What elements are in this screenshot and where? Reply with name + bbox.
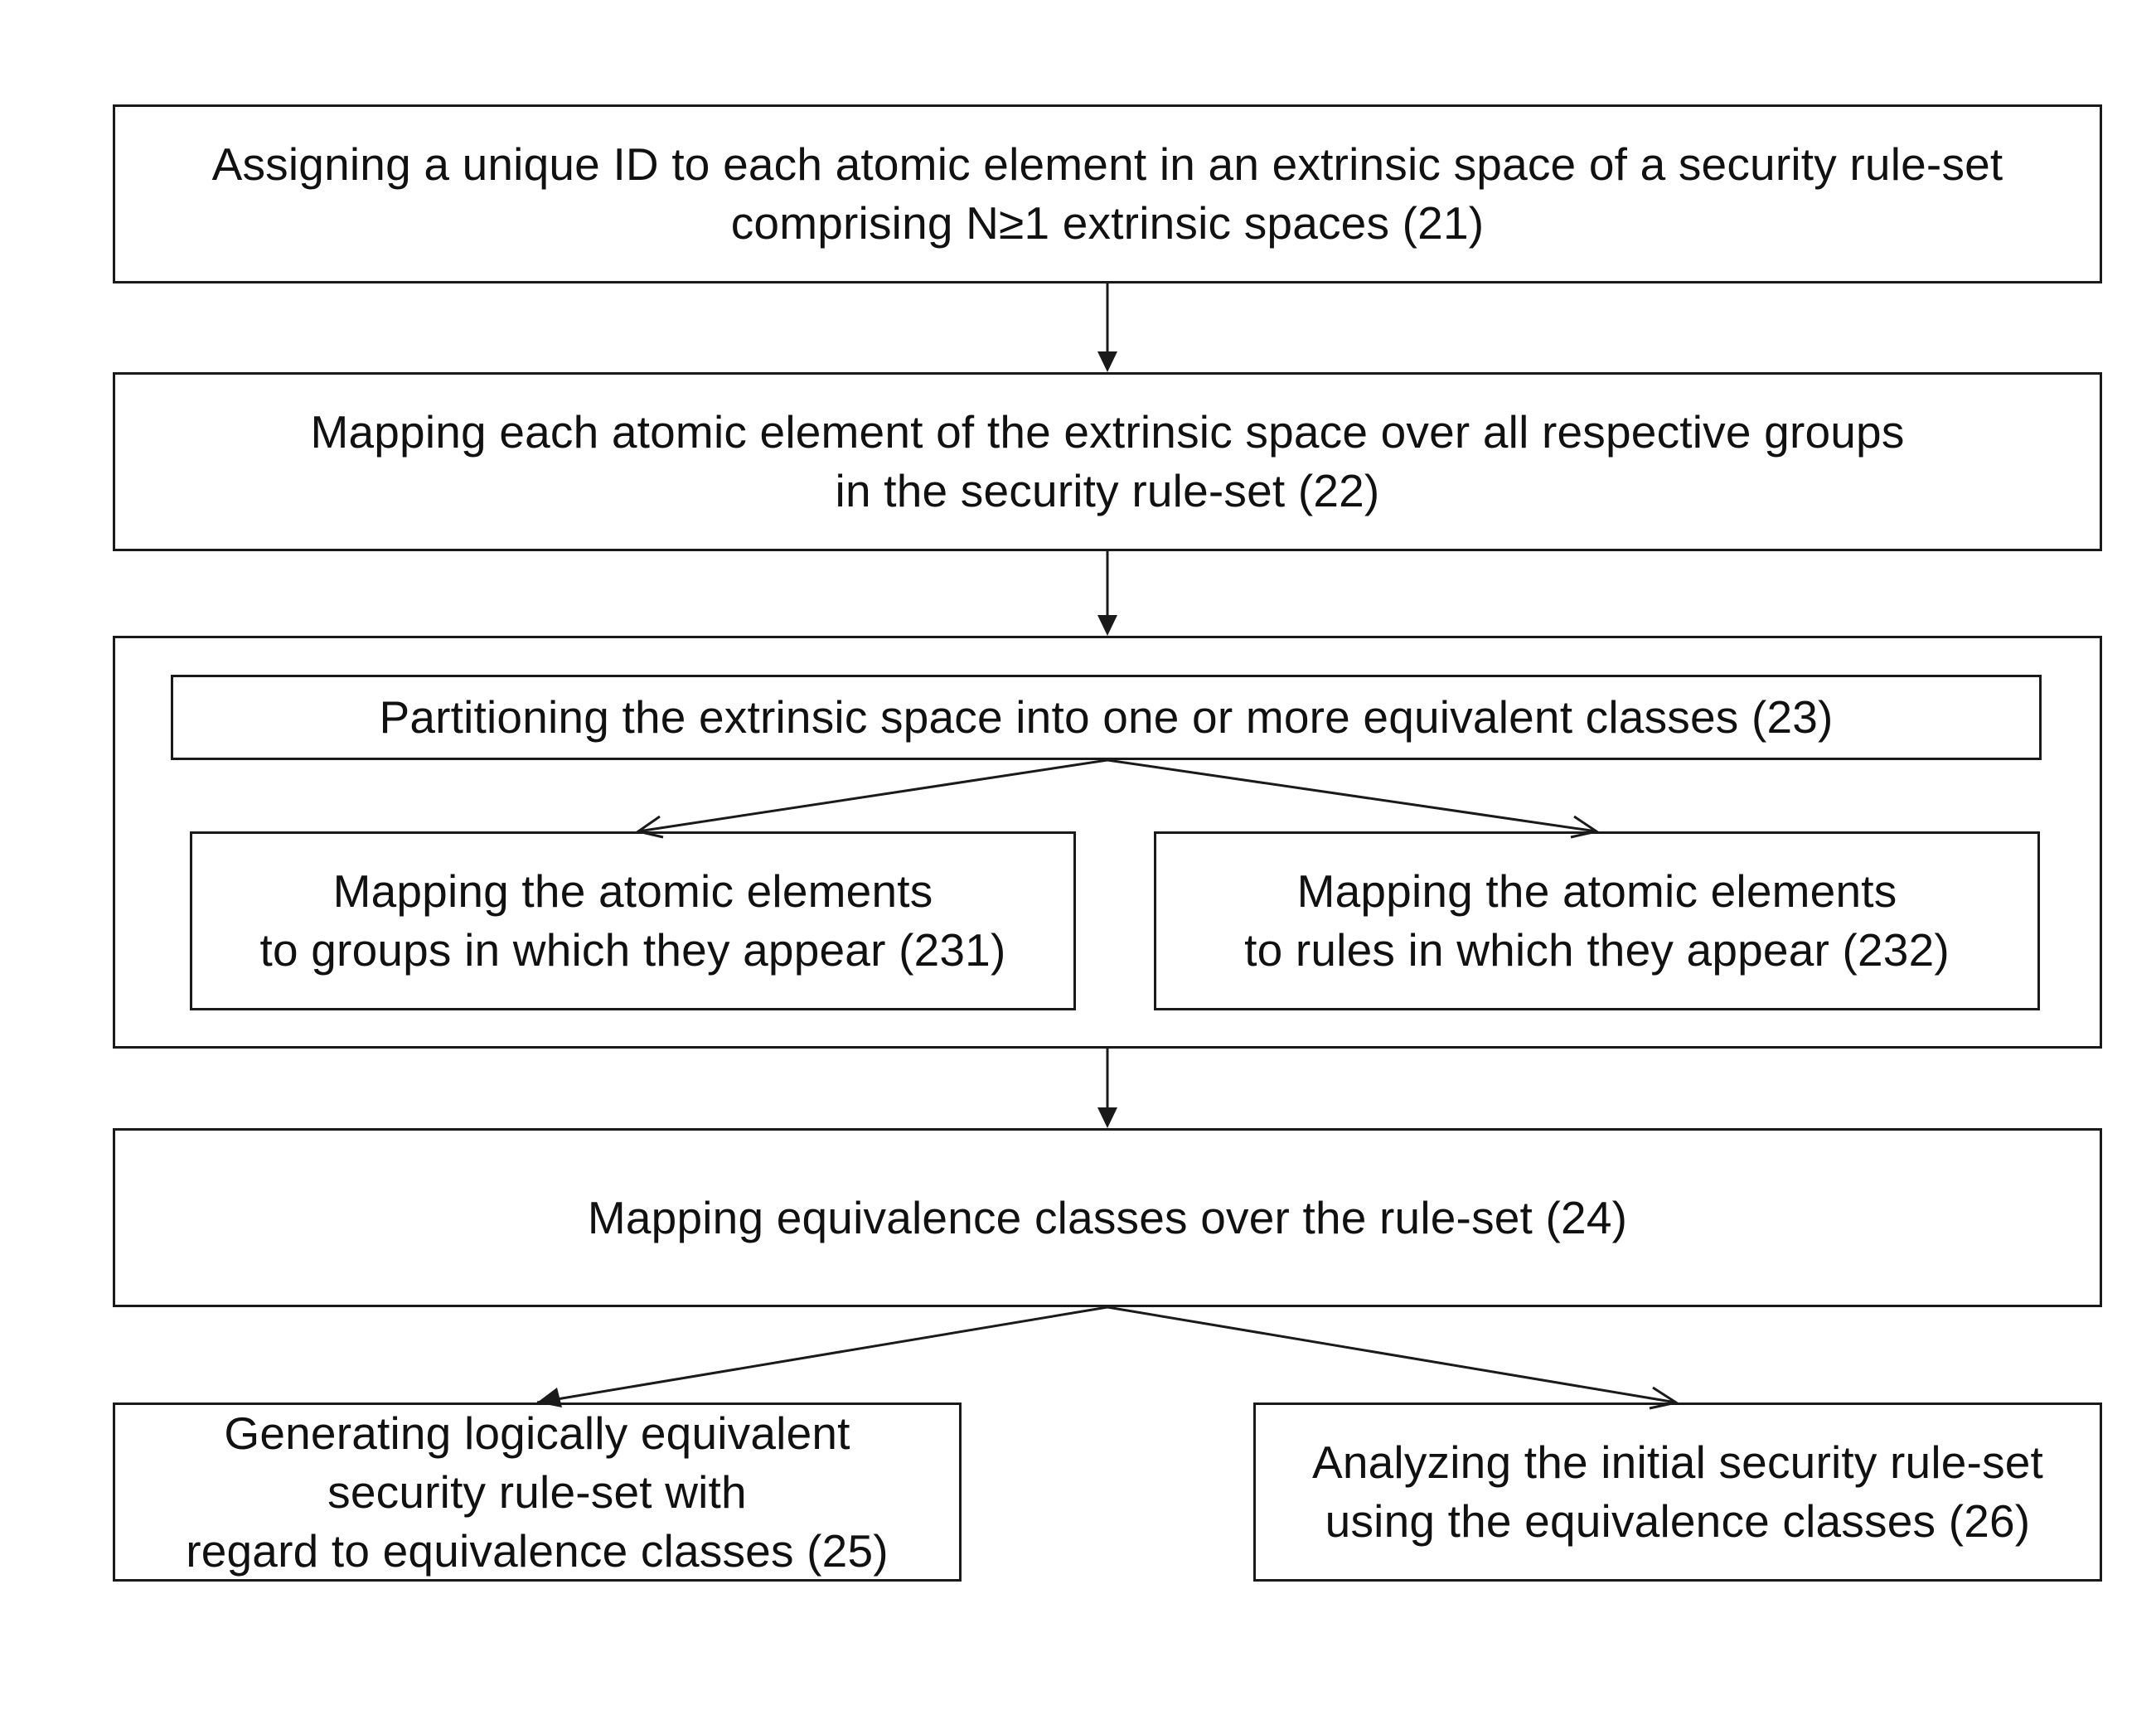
- arrow-24-to-26: [1107, 1307, 1676, 1403]
- step-21-box: Assigning a unique ID to each atomic ele…: [113, 104, 2102, 283]
- step-26-box: Analyzing the initial security rule-set …: [1253, 1403, 2102, 1582]
- step-23-box: Partitioning the extrinsic space into on…: [171, 675, 2042, 760]
- arrowhead-23: [1097, 615, 1117, 636]
- step-24-box: Mapping equivalence classes over the rul…: [113, 1128, 2102, 1307]
- step-26-label: Analyzing the initial security rule-set …: [1312, 1433, 2043, 1551]
- step-232-box: Mapping the atomic elements to rules in …: [1154, 831, 2040, 1010]
- step-232-label: Mapping the atomic elements to rules in …: [1244, 862, 1950, 980]
- step-22-box: Mapping each atomic element of the extri…: [113, 372, 2102, 551]
- step-21-label: Assigning a unique ID to each atomic ele…: [212, 135, 2003, 253]
- arrowhead-22: [1097, 351, 1117, 372]
- step-22-label: Mapping each atomic element of the extri…: [310, 403, 1904, 521]
- arrowhead-24: [1097, 1107, 1117, 1128]
- step-23-label: Partitioning the extrinsic space into on…: [379, 688, 1833, 747]
- step-25-label: Generating logically equivalent security…: [186, 1404, 889, 1581]
- arrow-24-to-25: [537, 1307, 1107, 1403]
- step-231-box: Mapping the atomic elements to groups in…: [190, 831, 1076, 1010]
- step-24-label: Mapping equivalence classes over the rul…: [588, 1189, 1627, 1247]
- step-25-box: Generating logically equivalent security…: [113, 1403, 962, 1582]
- step-231-label: Mapping the atomic elements to groups in…: [260, 862, 1006, 980]
